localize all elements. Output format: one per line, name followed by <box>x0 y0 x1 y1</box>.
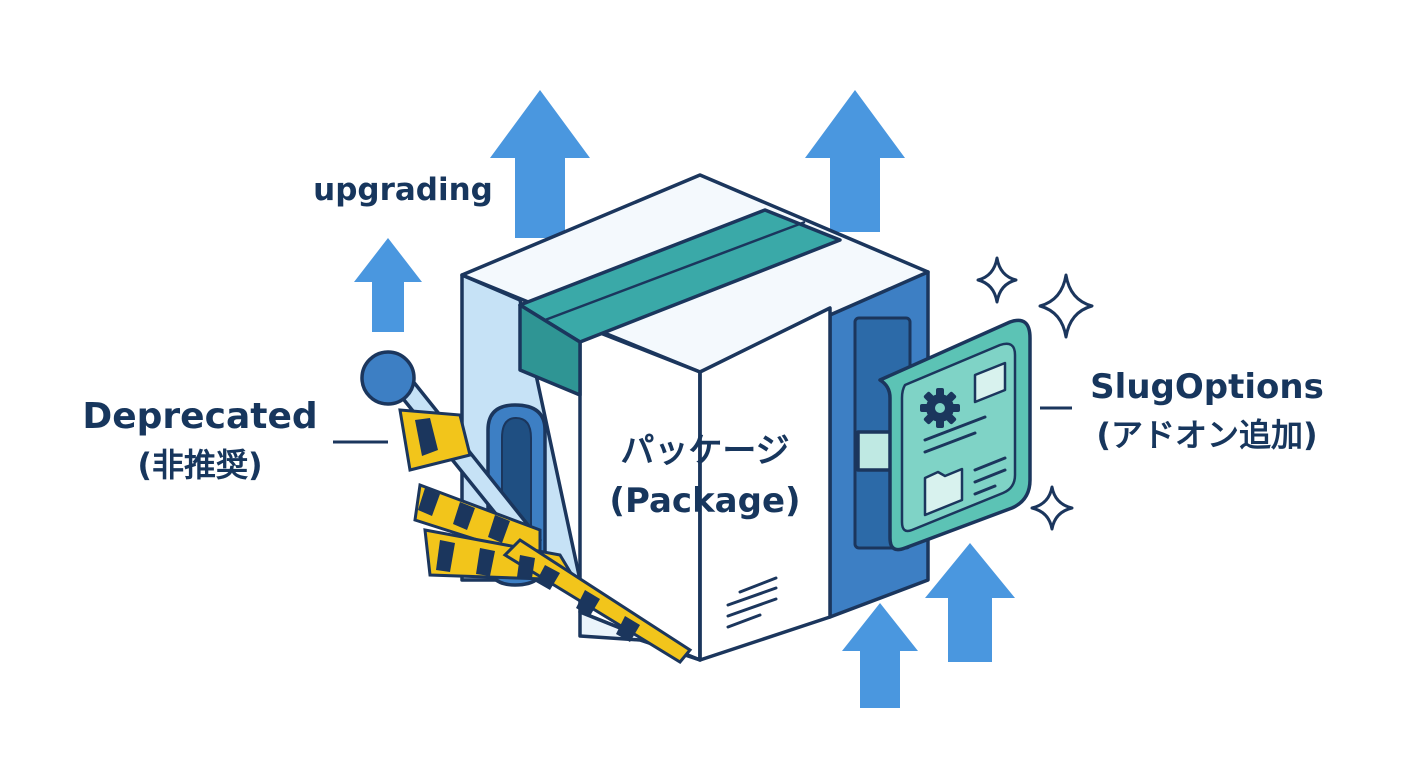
upgrade-arrows <box>354 90 1015 708</box>
upgrade-arrow-large-left <box>490 90 590 238</box>
lever-knob <box>360 350 416 406</box>
addon-card <box>856 318 1032 552</box>
addon-label: SlugOptions <box>1090 367 1324 407</box>
deprecated-label: Deprecated <box>82 396 317 437</box>
upgrading-label: upgrading <box>313 172 493 208</box>
upgrade-arrow-large-right <box>805 90 905 232</box>
package-label-en: (Package) <box>609 481 800 521</box>
addon-card-window-icon <box>973 361 1007 404</box>
hazard-tape <box>398 408 693 664</box>
upgrade-arrow-small-left <box>354 238 422 332</box>
package-box <box>460 173 930 662</box>
package-label-jp: パッケージ <box>620 431 789 471</box>
box-tape-side <box>518 303 582 397</box>
deprecated-sublabel: (非推奨) <box>137 446 262 484</box>
sparkle-icon <box>1030 485 1074 531</box>
sparkle-icon <box>1038 273 1094 339</box>
sparkle-icon <box>976 256 1018 304</box>
upgrade-arrow-bottom-right <box>925 543 1015 662</box>
box-label-lines <box>726 576 778 629</box>
folder-icon <box>923 467 964 517</box>
sparkle-icons <box>976 256 1094 531</box>
upgrade-arrow-bottom-left <box>842 603 918 708</box>
addon-sublabel: (アドオン追加) <box>1096 416 1317 454</box>
box-tape-stripe <box>544 220 806 322</box>
gear-icon <box>920 388 960 428</box>
